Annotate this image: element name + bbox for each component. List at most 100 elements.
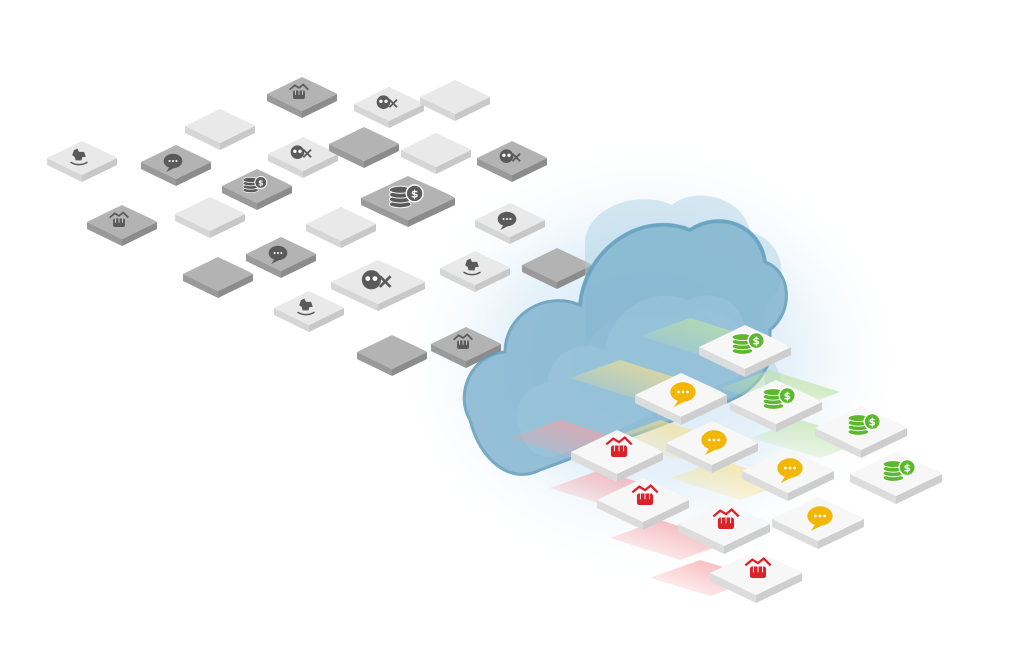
classified-document-3-edge — [861, 428, 907, 458]
raw-document-6-fold — [392, 140, 399, 144]
classified-document-10-edge — [643, 500, 689, 530]
raw-document-24-fold — [420, 348, 427, 352]
raw-document-3-edge — [455, 97, 490, 121]
skull-crossbones-icon — [361, 270, 392, 290]
classified-document-2-side — [730, 402, 776, 432]
raw-document-14-edge — [210, 214, 245, 238]
raw-document-4-face — [185, 109, 255, 143]
raw-document-7-fold — [464, 146, 471, 150]
classified-document-11-edge — [724, 524, 770, 554]
raw-document-24-edge — [392, 352, 427, 376]
svg-text:$: $ — [869, 417, 876, 429]
raw-document-21-edge — [309, 308, 344, 332]
classified-document-10 — [597, 478, 689, 530]
classified-document-6-edge — [712, 443, 758, 473]
raw-document-9-fold — [110, 154, 117, 158]
raw-document-12-fold — [446, 193, 455, 198]
rocking-horse-icon — [463, 258, 481, 276]
svg-text:$: $ — [904, 463, 911, 475]
chat-bubble-icon — [670, 382, 696, 407]
raw-document-18 — [522, 248, 592, 289]
raw-documents: $$ — [47, 77, 592, 376]
classified-document-3-fold — [898, 423, 907, 428]
raw-document-6-face — [329, 127, 399, 161]
classified-document-12-edge — [756, 573, 802, 603]
classified-document-9 — [571, 430, 663, 482]
fist-shield-icon — [744, 556, 772, 579]
svg-text:$: $ — [753, 336, 760, 348]
raw-document-12: $ — [361, 176, 455, 227]
fist-shield-icon — [453, 333, 473, 349]
raw-document-20 — [440, 251, 510, 292]
raw-document-19-fold — [416, 277, 425, 282]
classified-document-9-edge — [617, 452, 663, 482]
raw-document-6-side — [329, 144, 364, 168]
classified-document-12-fold — [793, 568, 802, 573]
raw-document-4-edge — [220, 126, 255, 150]
raw-document-5 — [268, 137, 338, 178]
raw-document-11-fold — [285, 182, 292, 186]
raw-document-6-edge — [364, 144, 399, 168]
svg-text:$: $ — [411, 188, 419, 201]
classified-document-10-fold — [680, 495, 689, 500]
classified-document-8 — [772, 497, 864, 549]
raw-document-9-side — [47, 158, 82, 182]
raw-document-2-edge — [389, 104, 424, 128]
rocking-horse-icon — [297, 298, 315, 316]
raw-document-7-face — [401, 133, 471, 167]
coin-stack-icon: $ — [388, 184, 424, 209]
classified-document-10-side — [597, 500, 643, 530]
fist-shield-icon — [605, 435, 633, 458]
chat-bubble-icon — [268, 245, 288, 265]
raw-document-10-side — [141, 162, 176, 186]
raw-document-21-side — [274, 308, 309, 332]
raw-document-10 — [141, 145, 211, 186]
classified-document-1-edge — [745, 347, 791, 377]
raw-document-14 — [175, 197, 245, 238]
raw-document-21-fold — [337, 304, 344, 308]
raw-document-22 — [183, 257, 253, 298]
raw-document-24-face — [357, 335, 427, 369]
raw-document-18-side — [522, 265, 557, 289]
raw-document-20-fold — [503, 264, 510, 268]
raw-document-8-fold — [540, 154, 547, 158]
raw-document-16-side — [475, 220, 510, 244]
raw-document-4-fold — [248, 122, 255, 126]
svg-text:$: $ — [258, 178, 263, 187]
classified-document-4: $ — [850, 452, 942, 504]
raw-document-5-side — [268, 154, 303, 178]
fist-shield-icon — [712, 507, 740, 530]
raw-document-19 — [331, 260, 425, 311]
raw-document-22-fold — [246, 270, 253, 274]
raw-document-11-side — [222, 186, 257, 210]
classified-document-2-edge — [776, 402, 822, 432]
raw-document-12-edge — [408, 198, 455, 227]
coin-stack-icon: $ — [242, 175, 268, 193]
coin-stack-icon: $ — [847, 412, 881, 436]
raw-document-21 — [274, 291, 344, 332]
raw-document-16 — [475, 203, 545, 244]
raw-document-2-side — [354, 104, 389, 128]
skull-crossbones-icon — [499, 149, 521, 163]
raw-document-6 — [329, 127, 399, 168]
raw-document-15-fold — [369, 220, 376, 224]
classified-document-9-side — [571, 452, 617, 482]
raw-document-3-side — [420, 97, 455, 121]
raw-document-24 — [357, 335, 427, 376]
raw-document-13-edge — [122, 222, 157, 246]
raw-document-23 — [431, 327, 501, 368]
raw-document-23-edge — [466, 344, 501, 368]
raw-document-1 — [267, 77, 337, 118]
classified-document-6 — [666, 421, 758, 473]
raw-document-7-edge — [436, 150, 471, 174]
skull-crossbones-icon — [376, 95, 398, 109]
coin-stack-icon: $ — [762, 386, 796, 410]
raw-document-3-face — [420, 80, 490, 114]
classified-document-3: $ — [815, 406, 907, 458]
classified-document-4-side — [850, 474, 896, 504]
raw-document-16-fold — [538, 216, 545, 220]
skull-crossbones-icon — [290, 145, 312, 159]
classified-document-1-fold — [782, 342, 791, 347]
raw-document-14-fold — [238, 210, 245, 214]
